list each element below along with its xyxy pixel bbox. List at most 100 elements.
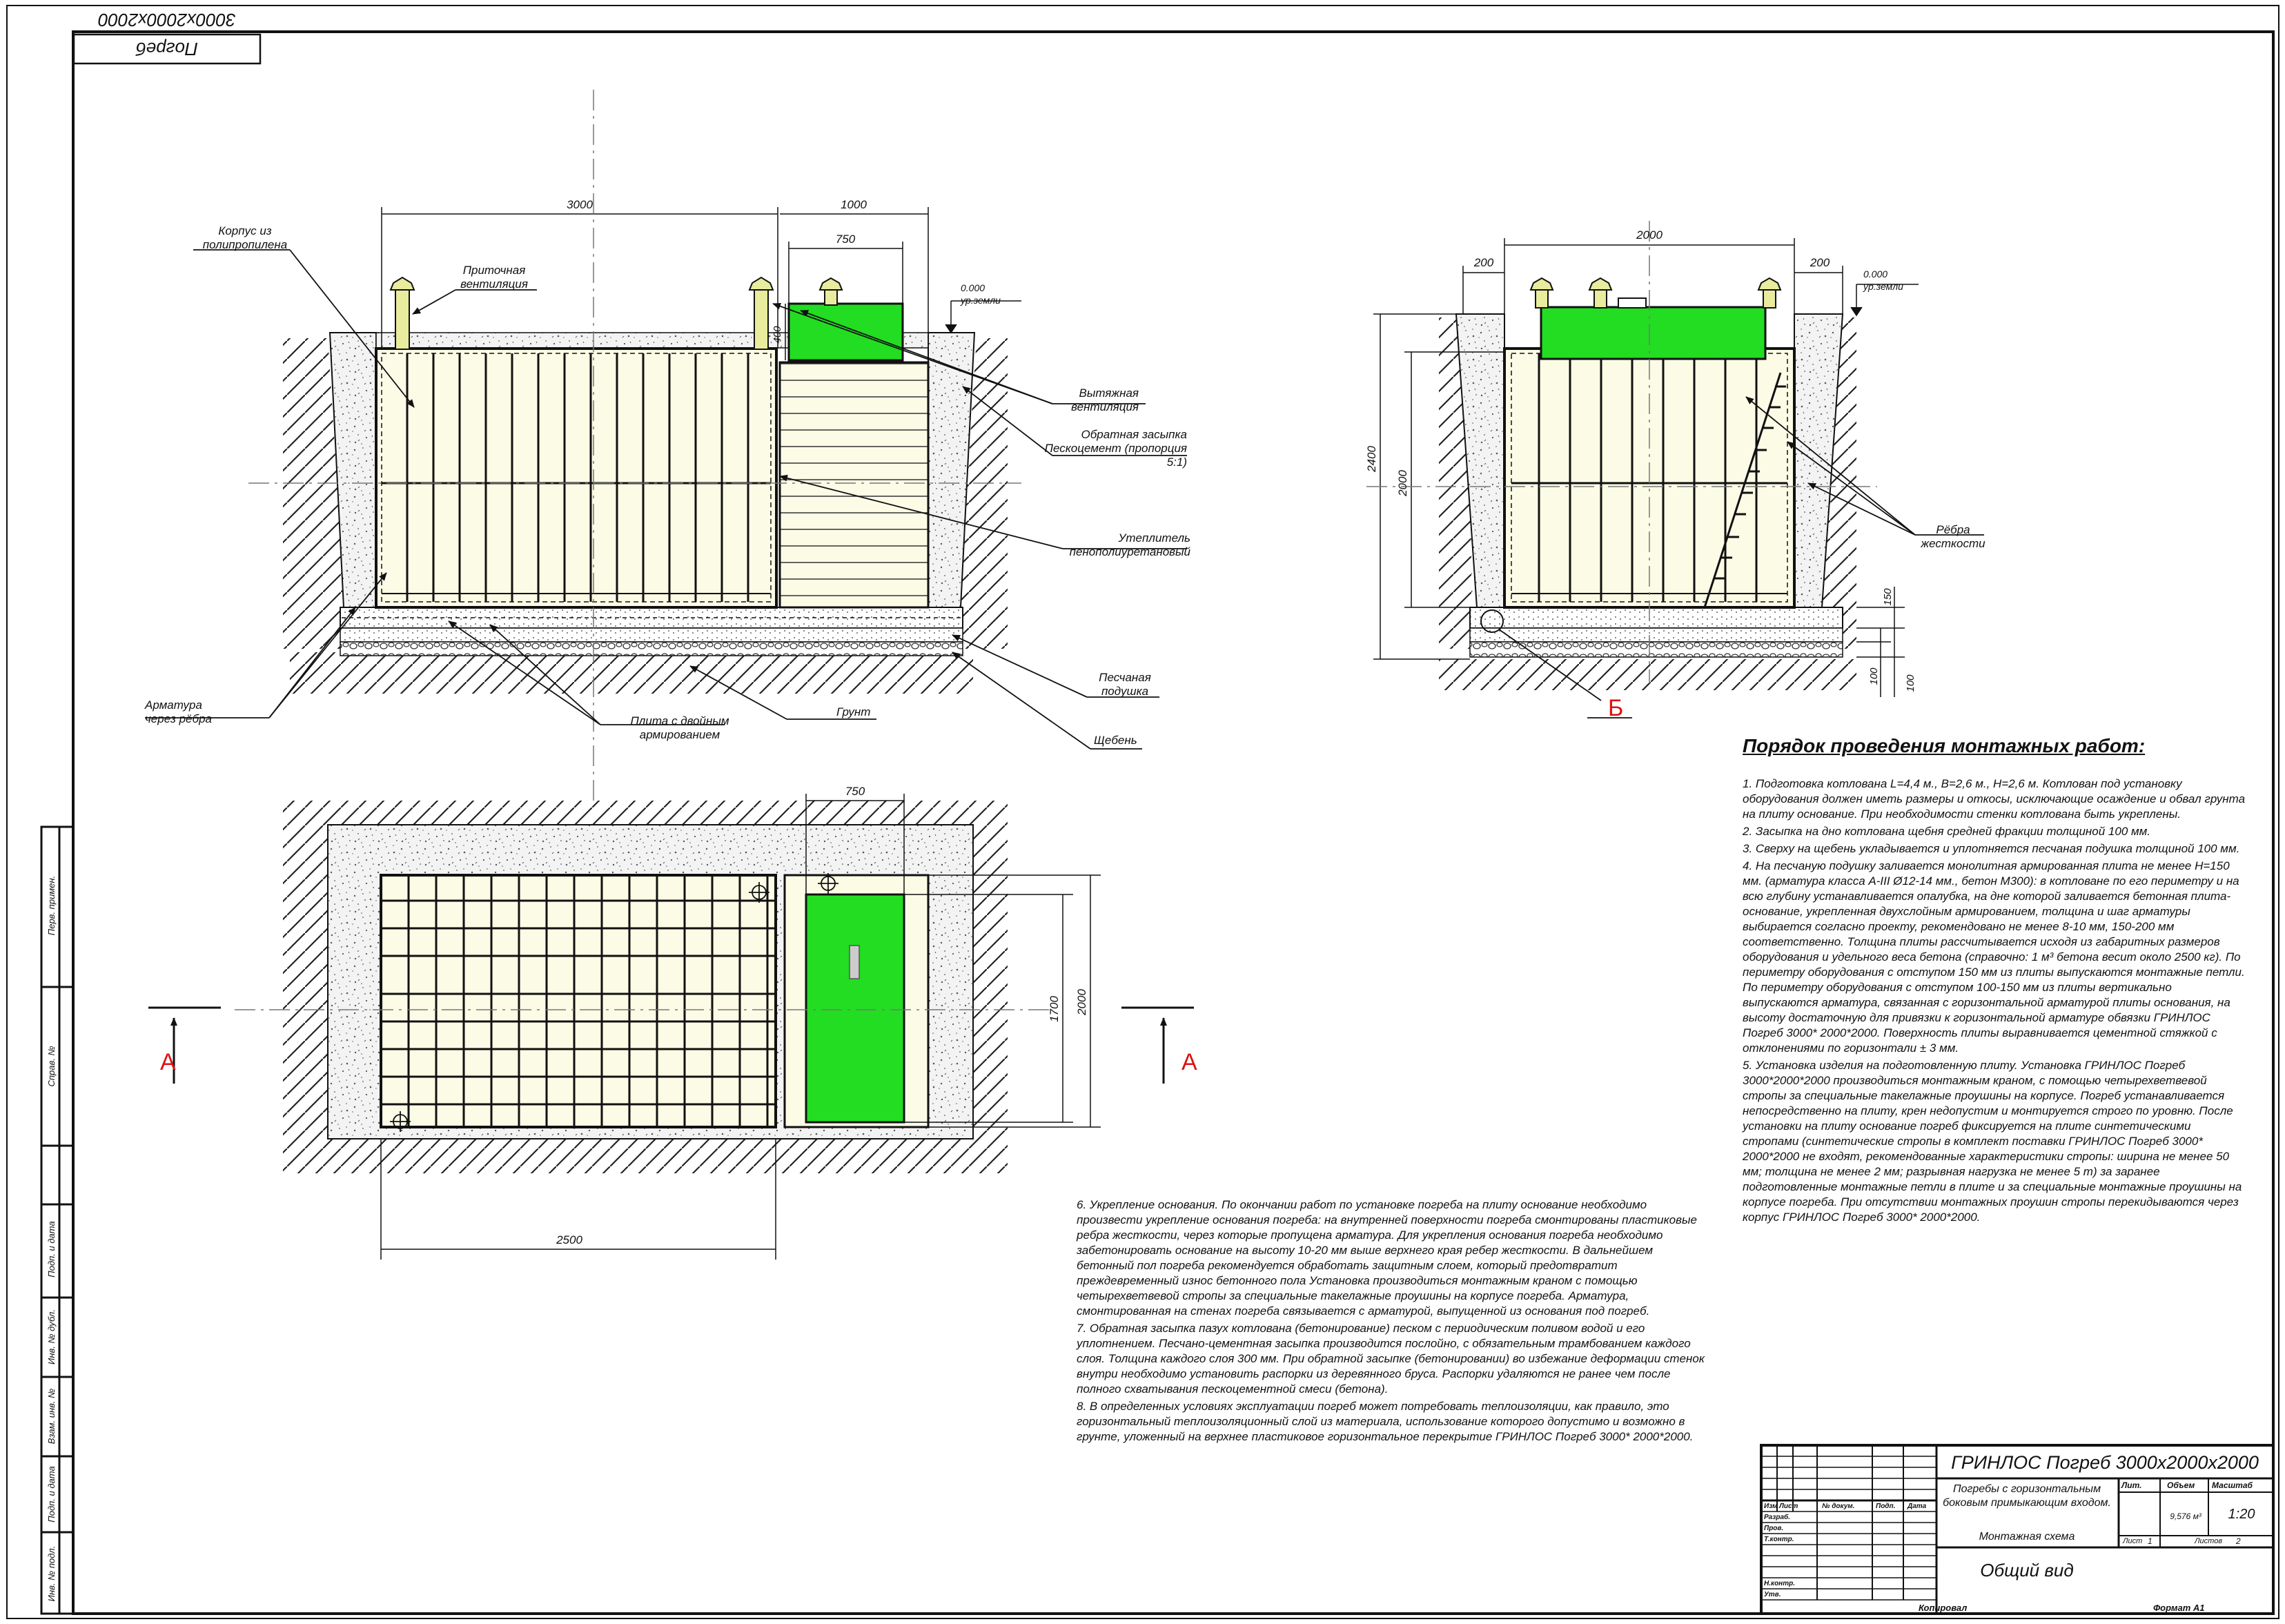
note-item: 8. В определенных условиях эксплуатации … [1077,1400,1694,1443]
dim-right-gap: 200 [1810,256,1830,269]
dim-lid-height: 400 [772,326,783,344]
label-ribs: Рёбра жесткости [1921,523,1985,550]
stamp-box [72,33,262,65]
label-supply-vent: Приточная вентиляция [460,264,528,291]
vents-side [1529,277,1782,309]
ground-level-label: ур.земли [960,295,1001,306]
node-circle [1480,609,1504,633]
tb-row-check: Пров. [1764,1525,1784,1532]
side-label: Подп. и дата [46,1466,57,1522]
ground-level-value: 0.000 [961,282,985,293]
dim-length: 3000 [567,198,593,211]
plan-dim-length: 2500 [556,1233,582,1246]
side-label: Взам. инв. № [46,1389,57,1444]
gravel-layer [340,641,963,656]
section-b: 2000 200 200 2400 2000 150 100 100 0.000… [1365,221,1984,718]
dim-width: 2000 [1636,228,1663,242]
sheet-frame [6,5,2279,1619]
section-a-dimensions [248,90,1021,801]
section-mark-right: А [1181,1049,1197,1075]
ground-level-marker-b [1850,284,1919,317]
tb-sheet: 1 [2148,1536,2152,1546]
tb-row-approve: Утв. [1764,1591,1781,1598]
lid-vent [818,277,843,306]
tb-row-ncontrol: Н.контр. [1764,1580,1795,1587]
ladder [1703,372,1782,608]
plan-grid [381,875,776,1127]
notes-panel: Порядок проведения монтажных работ: 1. П… [1743,735,2246,1227]
note-item: 5. Установка изделия на подготовленную п… [1743,1059,2242,1224]
tb-format: Формат А1 [2153,1603,2205,1613]
tb-sheets: 2 [2236,1536,2241,1546]
plan-dimensions [235,794,1101,1260]
plan-dim-width: 2000 [1075,989,1088,1016]
ground-level-value: 0.000 [1863,268,1887,280]
label-gravel: Щебень [1094,734,1137,747]
section-a: 3000 1000 750 400 0.000 ур.земли [145,90,1187,801]
label-slab: Плита с двойным армированием [630,714,729,741]
tb-volume: 9,576 м³ [2170,1512,2201,1521]
dim-entry: 1000 [841,198,867,211]
dim-hatch-width: 750 [836,233,856,246]
label-soil: Грунт [836,705,871,718]
tb-stage-lit: Лит. [2121,1480,2142,1490]
tb-col-date: Дата [1908,1503,1927,1510]
tb-row-tcontrol: Т.контр. [1764,1536,1794,1543]
label-sand-cushion: Песчаная подушка [1099,671,1151,698]
label-body-material: Корпус из полипропилена [202,224,288,251]
ribs-leaders [1745,396,1984,536]
tb-copied: Копировал [1919,1603,1968,1613]
plan-vent-markers [390,873,839,1132]
ground-level-marker-a [945,300,1021,334]
note-item: 2. Засыпка на дно котлована щебня средне… [1743,825,2151,838]
cellar-body [375,347,778,609]
tb-stage-scale: Масштаб [2212,1480,2253,1490]
note-item: 7. Обратная засыпка пазух котлована (бет… [1077,1322,1705,1396]
title-block [1760,1444,2275,1615]
plan-hatch-lid [805,893,905,1124]
dim-sand: 100 [1868,667,1880,685]
hatch-lid-side [1540,306,1767,360]
plan-body [380,874,777,1128]
side-label: Перв. примен. [46,876,57,935]
plan-dim-hatch: 750 [845,785,865,798]
side-label: Подп. и дата [46,1221,57,1277]
sand-cushion [340,627,963,643]
tb-col-list: Лист [1779,1503,1798,1510]
notes-title: Порядок проведения монтажных работ: [1743,735,2146,756]
tb-col-sign: Подп. [1876,1503,1896,1510]
side-label: Справ. № [46,1046,57,1086]
soil-left [283,338,345,649]
tb-view: Общий вид [1980,1560,2074,1581]
plan-view: 750 2000 1700 2500 А А [148,785,1197,1260]
entry-block [778,361,930,609]
dim-slab: 150 [1882,588,1894,606]
exhaust-vent-pipe [748,276,774,350]
soil-bottom [290,652,973,694]
dim-gravel: 100 [1905,674,1916,692]
note-item: 4. На песчаную подушку заливается моноли… [1743,859,2245,1055]
tb-description: Погребы с горизонтальным боковым примыка… [1943,1483,2111,1509]
tb-sheets-label: Листов [2195,1537,2223,1545]
dim-body-height: 2000 [1396,470,1409,497]
section-mark-left: А [160,1049,176,1075]
side-stamp-labels: Перв. примен. Справ. № Подп. и дата Инв.… [46,876,57,1602]
tb-sheet-kind: Монтажная схема [1979,1531,2075,1543]
side-label: Инв. № дубл. [46,1309,57,1364]
tb-row-dev: Разраб. [1764,1514,1790,1521]
side-label: Инв. № подл. [46,1546,57,1602]
tb-sheet-label: Лист [2123,1537,2143,1545]
notes-panel-2: 6. Укрепление основания. По окончании ра… [1077,1197,1712,1447]
note-item: 1. Подготовка котлована L=4,4 м., B=2,6 … [1743,777,2246,821]
tb-scale: 1:20 [2228,1507,2255,1522]
plan-hatch-handle [849,945,860,979]
label-node-b: Б [1608,695,1624,721]
note-item: 3. Сверху на щебень укладывается и уплот… [1743,842,2240,855]
dim-total-height: 2400 [1365,446,1378,473]
ground-level-label: ур.земли [1863,281,1903,292]
label-exhaust-vent: Вытяжная вентиляция [1071,387,1139,413]
sheet-stamp: Погреб 3000х2000х2000 [98,10,236,59]
soil-right [959,338,1008,649]
note-item: 6. Укрепление основания. По окончании ра… [1077,1198,1697,1318]
tb-product: ГРИНЛОС Погреб 3000х2000х2000 [1951,1452,2259,1473]
